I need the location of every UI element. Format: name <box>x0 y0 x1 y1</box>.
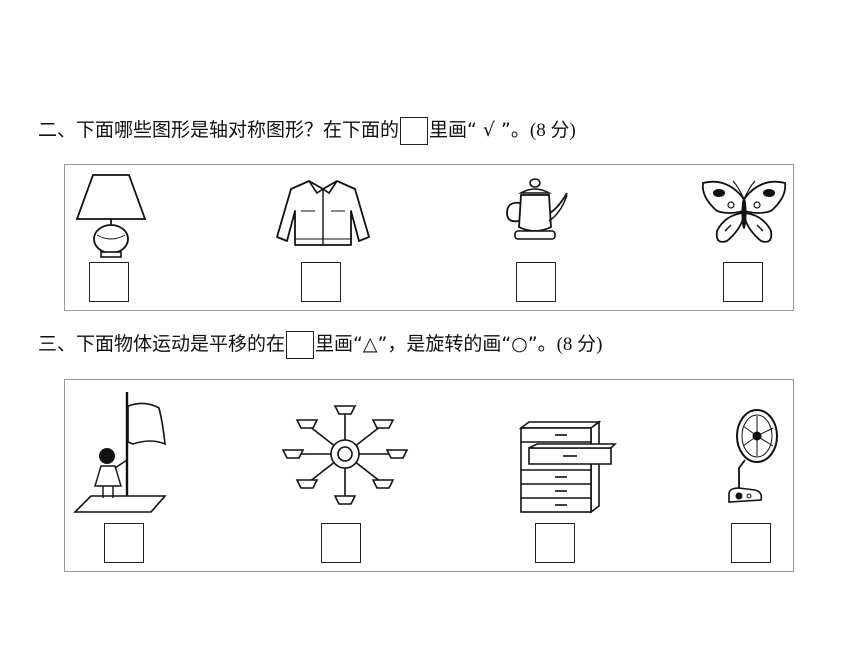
answer-box-lamp[interactable] <box>89 262 129 302</box>
question-2-score: (8 分) <box>529 120 576 141</box>
question-3-score: (8 分) <box>556 334 603 355</box>
question-2-panel <box>64 164 794 311</box>
question-3-panel <box>64 379 794 572</box>
answer-box-butterfly[interactable] <box>723 262 763 302</box>
answer-box-fan[interactable] <box>731 523 771 563</box>
flag-raising-icon <box>73 392 167 513</box>
question-3: 三、下面物体运动是平移的在 里画“△”，是旋转的画“○”。(8 分) <box>38 330 603 359</box>
lamp-icon <box>75 174 147 258</box>
answer-box-sample <box>400 116 429 145</box>
answer-box-flag[interactable] <box>104 523 144 563</box>
electric-fan-icon <box>728 409 778 503</box>
answer-box-sample <box>286 330 315 359</box>
answer-box-drawer[interactable] <box>535 523 575 563</box>
drawer-cabinet-icon <box>518 420 617 514</box>
answer-box-jacket[interactable] <box>301 262 341 302</box>
question-3-suffix: 里画“△”，是旋转的画“○”。 <box>315 333 557 355</box>
butterfly-icon <box>701 180 787 243</box>
question-2-prefix: 二、下面哪些图形是轴对称图形？在下面的 <box>38 119 400 141</box>
answer-box-ferris-wheel[interactable] <box>321 523 361 563</box>
jacket-icon <box>276 180 370 246</box>
teapot-icon <box>506 178 568 240</box>
answer-box-teapot[interactable] <box>516 262 556 302</box>
question-3-prefix: 三、下面物体运动是平移的在 <box>38 333 286 355</box>
question-2-suffix: 里画“ √ ”。 <box>429 119 530 141</box>
ferris-wheel-icon <box>281 405 409 505</box>
question-2: 二、下面哪些图形是轴对称图形？在下面的 里画“ √ ”。(8 分) <box>38 116 576 145</box>
